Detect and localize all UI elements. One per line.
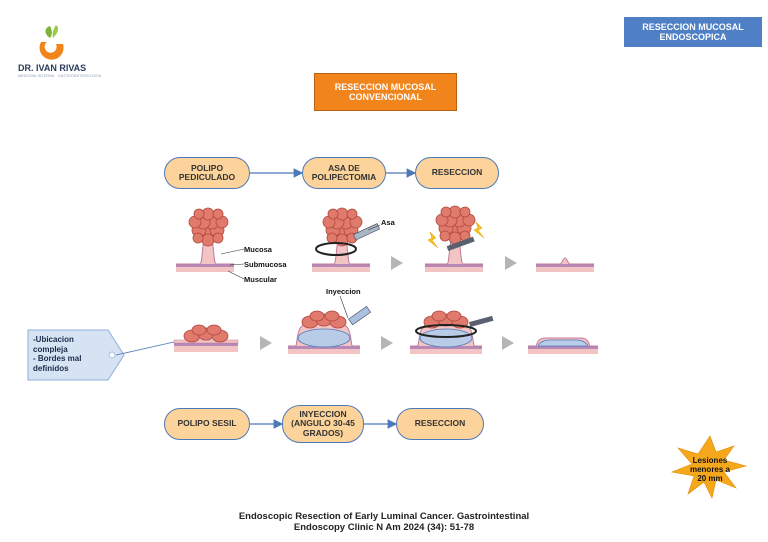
flow-step-snare: ASA DE POLIPECTOMIA bbox=[302, 157, 386, 189]
sessile-polyp-illustration bbox=[173, 324, 239, 352]
snare-leader bbox=[367, 224, 381, 231]
injection-leader bbox=[339, 295, 349, 319]
step-arrow-icon bbox=[381, 336, 393, 350]
logo-subtitle: MEDICINA INTERNA · GASTROENTEROLOGIA bbox=[18, 74, 102, 78]
starburst-text: Lesiones menores a 20 mm bbox=[678, 456, 742, 483]
step-arrow-icon bbox=[502, 336, 514, 350]
reference-line: Endoscopic Resection of Early Luminal Ca… bbox=[238, 511, 530, 522]
step-line: RESECCION bbox=[414, 418, 466, 429]
layer-label-mucosa: Mucosa bbox=[244, 245, 272, 254]
starburst-shape bbox=[670, 435, 748, 499]
layer-leader-mucosa bbox=[220, 248, 245, 255]
callout-line: compleja bbox=[33, 344, 68, 354]
starburst-line: 20 mm bbox=[697, 474, 723, 483]
layer-leader-submucosa bbox=[229, 263, 245, 266]
starburst-line: menores a bbox=[689, 465, 731, 474]
step-line: PEDICULADO bbox=[178, 172, 236, 182]
step-line: POLIPECTOMIA bbox=[311, 172, 377, 182]
reference-line: Endoscopy Clinic N Am 2024 (34): 51-78 bbox=[293, 522, 475, 533]
callout-tag bbox=[27, 329, 125, 381]
layer-leader-muscular bbox=[227, 270, 245, 280]
step-arrow-icon bbox=[391, 256, 403, 270]
submucosal-injection-illustration bbox=[288, 306, 372, 354]
starburst-line: Lesiones bbox=[692, 456, 728, 465]
corner-label-line2: ENDOSCOPICA bbox=[659, 32, 727, 42]
diagram-title-box: RESECCION MUCOSAL CONVENCIONAL bbox=[314, 73, 457, 111]
layer-label-muscular: Muscular bbox=[244, 275, 277, 284]
sessile-snare-illustration bbox=[410, 310, 494, 354]
callout-line: - Bordes mal bbox=[33, 354, 82, 363]
step-arrow-icon bbox=[505, 256, 517, 270]
flow-step-resection: RESECCION bbox=[415, 157, 499, 189]
flow-step-injection: INYECCION (ANGULO 30-45 GRADOS) bbox=[282, 405, 364, 443]
annotation-injection: Inyeccion bbox=[326, 287, 361, 296]
snare-placement-illustration bbox=[312, 207, 380, 272]
step-line: GRADOS) bbox=[302, 427, 344, 438]
reference-citation: Endoscopic Resection of Early Luminal Ca… bbox=[0, 511, 768, 533]
logo-name: DR. IVAN RIVAS bbox=[18, 63, 87, 73]
post-resection-illustration bbox=[536, 257, 594, 272]
electrocautery-illustration bbox=[425, 205, 485, 272]
annotation-snare: Asa bbox=[381, 218, 395, 227]
logo-icon bbox=[39, 25, 64, 60]
layer-label-submucosa: Submucosa bbox=[244, 260, 287, 269]
corner-section-label: RESECCION MUCOSAL ENDOSCOPICA bbox=[624, 17, 762, 47]
step-line: ASA DE bbox=[328, 162, 360, 173]
step-line: (ANGULO 30-45 bbox=[291, 418, 355, 429]
callout-line: -Ubicacion bbox=[33, 335, 74, 344]
corner-label-line1: RESECCION MUCOSAL bbox=[642, 22, 744, 32]
step-arrow-icon bbox=[260, 336, 272, 350]
callout-line: definidos bbox=[33, 363, 69, 373]
step-line: RESECCION bbox=[431, 167, 483, 178]
flow-step-sessile-polyp: POLIPO SESIL bbox=[164, 408, 250, 440]
sessile-post-resection-illustration bbox=[528, 337, 598, 354]
pedunculated-polyp-illustration bbox=[176, 207, 234, 272]
flow-step-pedunculated-polyp: POLIPO PEDICULADO bbox=[164, 157, 250, 189]
callout-text: -Ubicacion compleja - Bordes mal definid… bbox=[33, 335, 113, 373]
step-line: POLIPO bbox=[190, 162, 224, 173]
title-line1: RESECCION MUCOSAL bbox=[334, 82, 437, 92]
step-line: INYECCION bbox=[299, 408, 347, 419]
callout-leader bbox=[115, 341, 175, 356]
step-line: POLIPO SESIL bbox=[177, 418, 237, 429]
flow-step-resection-bottom: RESECCION bbox=[396, 408, 484, 440]
title-line2: CONVENCIONAL bbox=[348, 92, 422, 102]
